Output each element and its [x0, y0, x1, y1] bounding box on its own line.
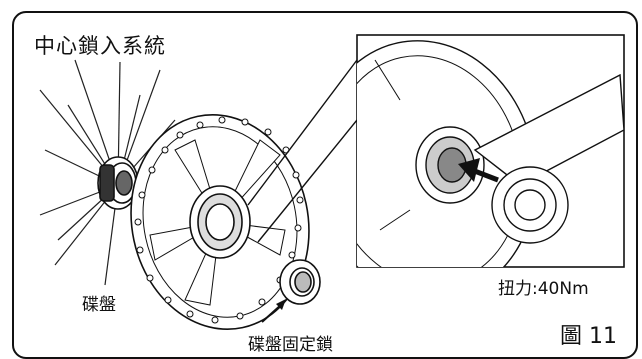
- diagram-title: 中心鎖入系統: [34, 34, 166, 58]
- label-torque: 扭力:40Nm: [498, 279, 589, 299]
- label-disc: 碟盤: [82, 295, 116, 315]
- label-lockring: 碟盤固定鎖: [248, 335, 333, 355]
- arrow-icon: [458, 158, 499, 183]
- figure-number: 圖 11: [560, 324, 617, 349]
- arrow-icon: [261, 299, 286, 323]
- inset-connector: [247, 59, 358, 243]
- wheel-hub: [97, 156, 139, 210]
- brake-rotor: [130, 113, 310, 331]
- lockring: [279, 259, 321, 305]
- lockring-tool-icon: [473, 73, 624, 244]
- rotor-holes: [134, 116, 304, 324]
- inset-detail: [356, 34, 625, 268]
